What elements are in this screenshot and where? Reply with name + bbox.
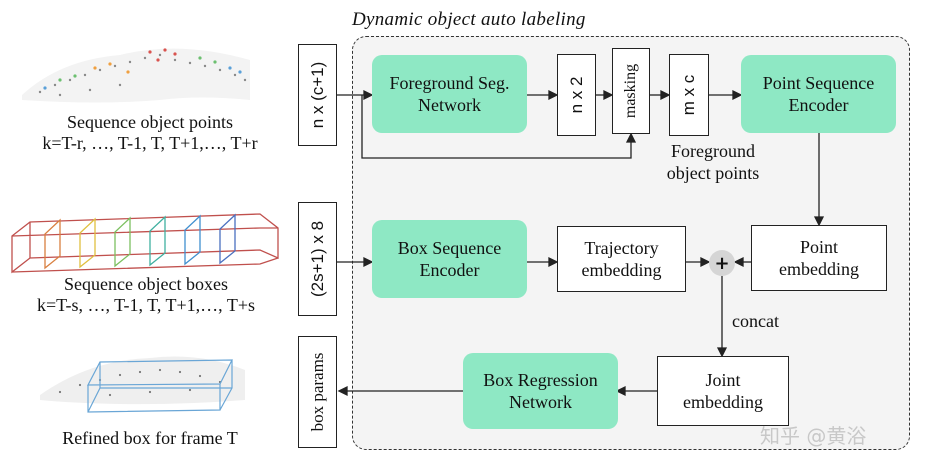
foreground-points-label: Foreground object points [648,140,778,184]
masked-shape-box: m x c [669,54,709,136]
boxes-shape-box: (2s+1) x 8 [298,202,337,316]
box-sequence-image [11,213,279,274]
joint-line1: Joint [705,370,741,390]
points-caption-line1: Sequence object points [67,112,233,132]
fg-points-line2: object points [666,163,760,183]
joint-line2: embedding [683,392,763,412]
traj-line1: Trajectory [584,238,659,258]
output-label: box params [307,352,327,432]
boxes-shape-label: (2s+1) x 8 [307,220,327,298]
concat-label: concat [732,311,779,331]
diagram-title: Dynamic object auto labeling [352,9,586,30]
points-caption-line2: k=T-r, …, T-1, T, T+1,…, T+r [42,133,258,153]
fg-seg-line1: Foreground Seg. [389,73,510,93]
concat-node: + [709,250,735,276]
points-caption: Sequence object points k=T-r, …, T-1, T,… [30,112,270,154]
box-seq-line2: Encoder [419,260,480,280]
traj-line2: embedding [581,260,662,280]
box-seq-line1: Box Sequence [397,238,502,258]
box-reg-line1: Box Regression [483,370,598,390]
boxes-caption-line1: Sequence object boxes [64,274,228,294]
output-box: box params [298,336,337,448]
point-cloud-image [22,48,250,103]
flow-arrows [337,89,825,397]
point-line1: Point [799,237,838,257]
fg-shape-label: n x 2 [566,76,586,114]
box-reg-line2: Network [509,392,572,412]
fg-seg-line2: Network [418,95,481,115]
watermark: 知乎 @黄浴 [760,424,867,448]
refined-box-image [40,356,245,413]
pt-seq-line1: Point Sequence [762,73,875,93]
masking-label: masking [622,63,639,119]
masked-shape-label: m x c [679,74,698,116]
masking-box: masking [612,48,650,134]
points-shape-box: n x (c+1) [298,44,337,146]
points-shape-label: n x (c+1) [307,61,327,129]
boxes-caption: Sequence object boxes k=T-s, …, T-1, T, … [16,274,276,316]
foreground-seg-network: Foreground Seg.Network [372,55,527,133]
fg-shape-box: n x 2 [557,54,596,136]
pt-seq-line2: Encoder [788,95,849,115]
refined-caption: Refined box for frame T [62,428,238,448]
point-line2: embedding [779,259,859,279]
fg-points-line1: Foreground [671,141,755,161]
boxes-caption-line2: k=T-s, …, T-1, T, T+1,…, T+s [37,295,255,315]
